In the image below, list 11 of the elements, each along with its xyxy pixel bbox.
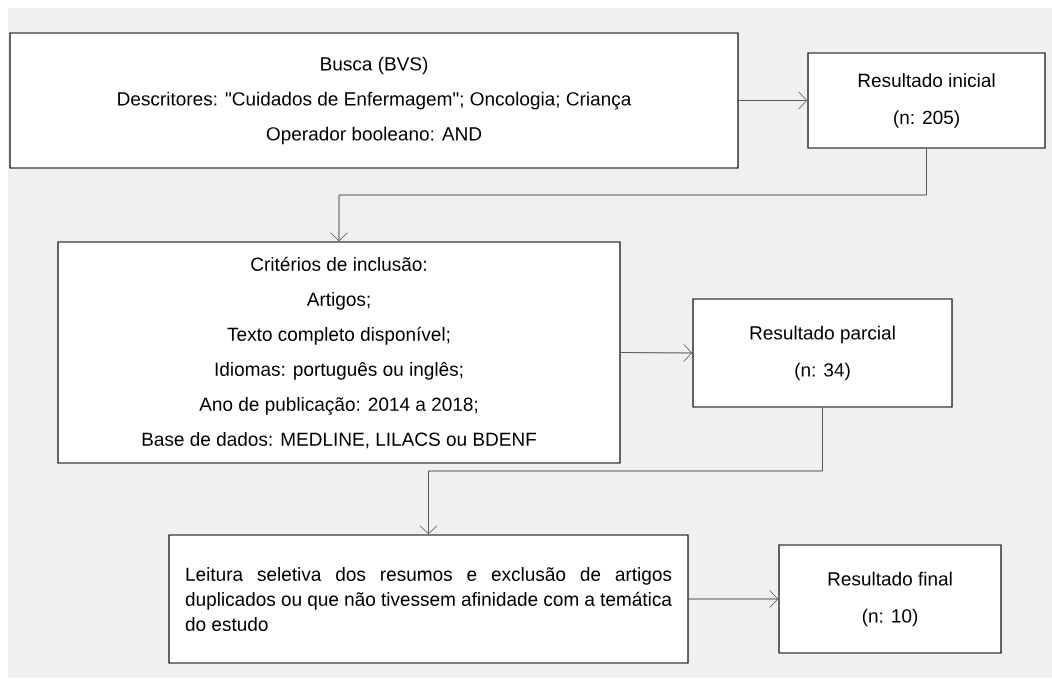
process-box: Critérios de inclusão: Artigos; Texto completo disponível; Idiomas: português ou inglês; Ano de publicação: 2014 a 2018; Base de dados: MEDLINE, LILACS ou BDENF bbox=[57, 241, 621, 464]
process-box: Resultado inicial (n: 205) bbox=[807, 52, 1046, 149]
arrow bbox=[330, 148, 927, 242]
process-box: Resultado parcial (n: 34) bbox=[692, 298, 953, 408]
arrow bbox=[688, 590, 779, 608]
process-box: Leitura seletiva dos resumos e exclusão de artigos duplicados ou que não tivessem afinidade com a temática do estudo bbox=[168, 534, 689, 664]
arrow bbox=[620, 344, 693, 362]
arrow bbox=[419, 407, 823, 535]
process-box: Resultado final (n: 10) bbox=[778, 544, 1002, 654]
process-box: Busca (BVS) Descritores: "Cuidados de Enfermagem"; Oncologia; Criança Operador booleano: AND bbox=[9, 32, 739, 169]
arrow bbox=[738, 91, 808, 110]
